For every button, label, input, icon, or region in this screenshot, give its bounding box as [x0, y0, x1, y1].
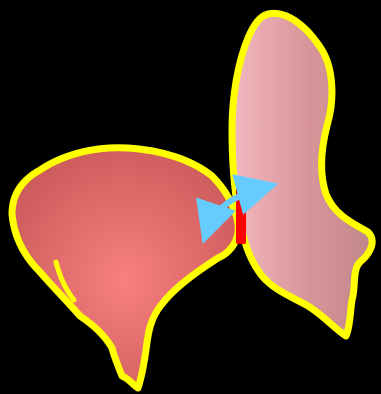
interface-bar	[236, 178, 246, 244]
bladder-shape	[12, 148, 238, 388]
rectum-shape	[232, 13, 372, 336]
